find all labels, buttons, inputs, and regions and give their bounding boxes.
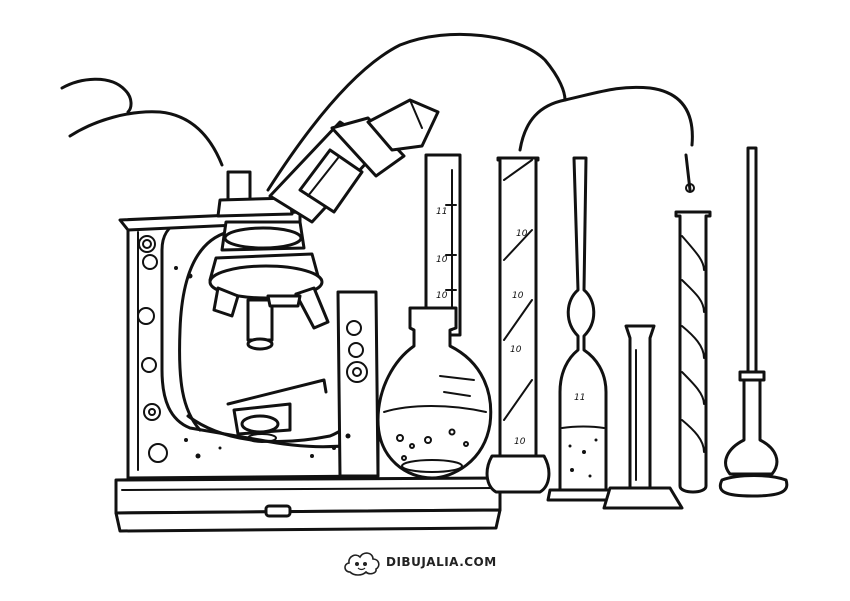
tube-mark: 10 <box>514 437 526 447</box>
nosepiece <box>208 264 324 300</box>
microscope-base <box>114 476 502 515</box>
vapor-curves <box>60 32 695 193</box>
graduated-cylinder: 11 10 10 <box>424 153 462 337</box>
cylinder-mark: 10 <box>436 255 448 265</box>
tube-mark: 10 <box>512 291 524 301</box>
pipette-bulb: 11 <box>546 156 618 502</box>
watermark-text: DIBUJALIA.COM <box>386 555 497 569</box>
cylinder-mark: 10 <box>436 291 448 301</box>
tube-body <box>496 156 540 458</box>
stirring-rod-stand <box>719 146 789 498</box>
tube-mark: 10 <box>510 345 522 355</box>
stand-base <box>719 474 789 498</box>
small-cylinder <box>602 324 684 510</box>
microscope <box>114 98 502 533</box>
striped-test-tube <box>674 210 712 494</box>
pipette-mark: 11 <box>574 393 585 403</box>
tube-base <box>485 454 551 494</box>
cylinder-mark: 11 <box>436 207 447 217</box>
focus-knob <box>226 170 252 204</box>
watermark: DIBUJALIA.COM <box>342 548 497 576</box>
stirring-rod <box>746 146 758 374</box>
base-knob <box>264 504 292 518</box>
round-flask <box>376 306 493 480</box>
graduated-tube: 10 10 10 10 <box>485 156 551 494</box>
tube-mark: 10 <box>516 229 528 239</box>
pipette-body <box>558 156 608 492</box>
objective-lens <box>246 298 274 342</box>
flask-body <box>376 306 493 480</box>
cylinder-body <box>424 153 462 337</box>
small-cylinder-body <box>624 324 656 490</box>
stage-pillar <box>336 290 380 478</box>
cloud-mascot-icon <box>344 552 380 576</box>
small-cylinder-base <box>602 486 684 510</box>
eyepiece <box>366 98 440 152</box>
